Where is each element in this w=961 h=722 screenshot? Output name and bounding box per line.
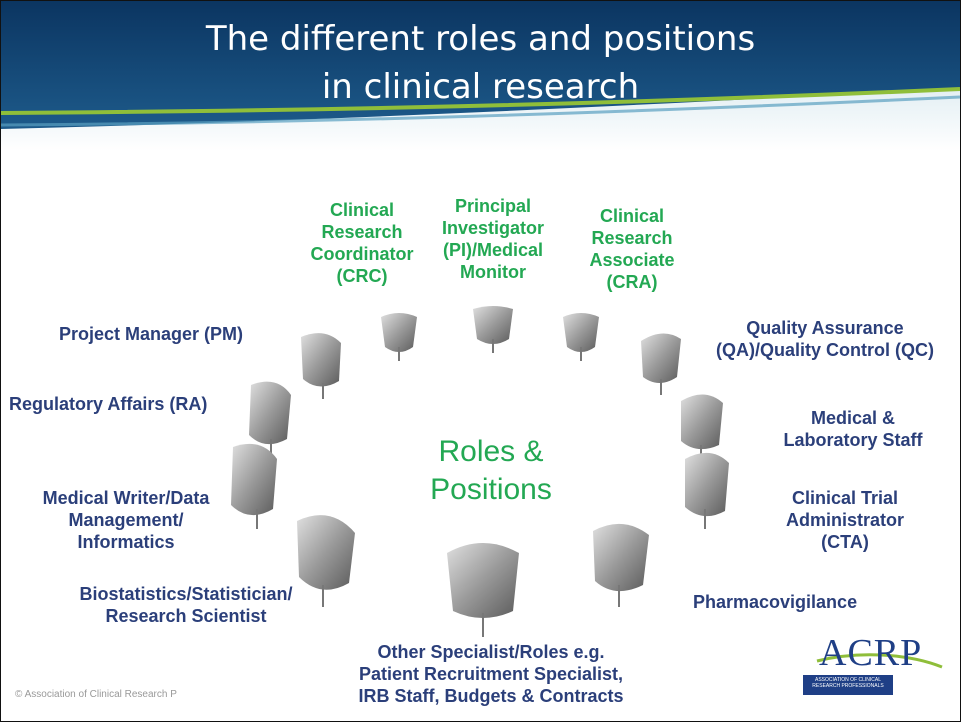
role-writer-line: Informatics: [77, 532, 175, 552]
chair-icon: [593, 523, 649, 607]
chair-icon: [231, 443, 277, 529]
role-writer-line: Management/: [68, 510, 184, 530]
center-label-line-1: Roles &: [438, 435, 544, 468]
role-crc-line: Research: [321, 222, 403, 242]
role-cra-line: Research: [591, 228, 673, 248]
role-qa-line: Quality Assurance: [746, 318, 904, 338]
role-pi-line: Monitor: [460, 262, 526, 282]
role-cra: Clinical Research Associate (CRA): [577, 205, 687, 293]
role-writer-line: Medical Writer/Data: [42, 488, 210, 508]
chair-icon: [301, 333, 341, 399]
role-other-line: Patient Recruitment Specialist,: [358, 664, 624, 684]
role-cta-line: Administrator: [785, 510, 904, 530]
role-cta: Clinical Trial Administrator (CTA): [757, 487, 933, 553]
chair-icon: [563, 313, 599, 361]
role-pi: Principal Investigator (PI)/Medical Moni…: [429, 195, 557, 283]
role-other-line: IRB Staff, Budgets & Contracts: [358, 686, 624, 706]
center-label-line-2: Positions: [430, 473, 552, 506]
chair-icon: [447, 543, 519, 637]
role-cta-line: (CTA): [821, 532, 869, 552]
role-pv-line: Pharmacovigilance: [693, 592, 858, 612]
chair-icon: [473, 306, 513, 353]
role-crc-line: Clinical: [329, 200, 395, 220]
page-title: The different roles and positions in cli…: [1, 15, 960, 111]
role-medlab: Medical & Laboratory Staff: [761, 407, 945, 451]
role-biostat-line: Research Scientist: [105, 606, 267, 626]
role-cra-line: Clinical: [599, 206, 665, 226]
role-other-line: Other Specialist/Roles e.g.: [377, 642, 605, 662]
chair-icon: [297, 515, 355, 607]
role-cra-line: (CRA): [606, 272, 658, 292]
role-biostat: Biostatistics/Statistician/ Research Sci…: [51, 583, 321, 627]
role-pv: Pharmacovigilance: [693, 591, 857, 613]
role-pm: Project Manager (PM): [59, 323, 243, 345]
title-line-1: The different roles and positions: [205, 19, 756, 59]
role-pi-line: Principal: [454, 196, 532, 216]
role-medlab-line: Medical &: [810, 408, 896, 428]
logo-subtitle: ASSOCIATION OF CLINICAL RESEARCH PROFESS…: [803, 675, 893, 695]
role-writer: Medical Writer/Data Management/ Informat…: [21, 487, 231, 553]
header-banner: The different roles and positions in cli…: [1, 1, 960, 151]
role-pm-line: Project Manager (PM): [59, 324, 244, 344]
role-crc-line: (CRC): [336, 266, 388, 286]
chair-icon: [381, 313, 417, 361]
role-biostat-line: Biostatistics/Statistician/: [79, 584, 293, 604]
role-pi-line: (PI)/Medical: [442, 240, 544, 260]
role-other: Other Specialist/Roles e.g. Patient Recr…: [331, 641, 651, 707]
role-crc: Clinical Research Coordinator (CRC): [307, 199, 417, 287]
logo-wordmark: ACRP: [819, 632, 923, 674]
role-ra-line: Regulatory Affairs (RA): [9, 394, 208, 414]
chair-icon: [681, 394, 723, 463]
role-crc-line: Coordinator: [310, 244, 414, 264]
acrp-logo: ACRP ASSOCIATION OF CLINICAL RESEARCH PR…: [797, 631, 947, 695]
center-label: Roles & Positions: [401, 433, 581, 509]
role-pi-line: Investigator: [441, 218, 545, 238]
role-ra: Regulatory Affairs (RA): [9, 393, 207, 415]
role-cra-line: Associate: [589, 250, 675, 270]
copyright-footer: © Association of Clinical Research P: [15, 689, 177, 700]
chair-icon: [641, 333, 681, 395]
role-medlab-line: Laboratory Staff: [783, 430, 923, 450]
chair-icon: [685, 452, 729, 529]
role-qa-line: (QA)/Quality Control (QC): [716, 340, 934, 360]
role-qa: Quality Assurance (QA)/Quality Control (…: [695, 317, 955, 361]
role-cta-line: Clinical Trial: [791, 488, 899, 508]
title-line-2: in clinical research: [321, 67, 640, 107]
